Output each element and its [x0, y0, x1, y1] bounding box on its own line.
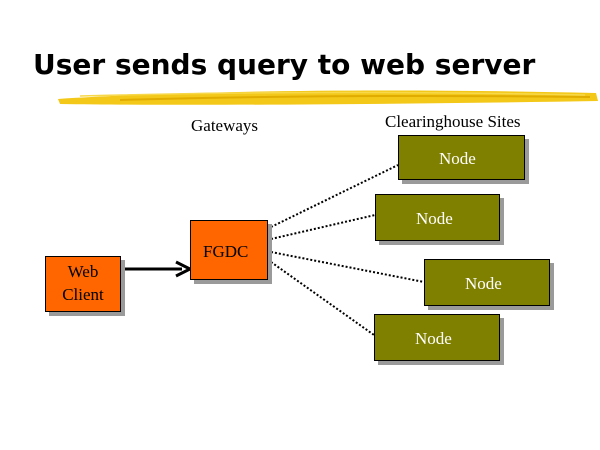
- connector-node-3: [270, 251, 425, 283]
- web-client-label-line2: Client: [62, 285, 104, 304]
- node-box: Node: [375, 194, 500, 241]
- node-box: Node: [374, 314, 500, 361]
- title-underline: [58, 90, 598, 105]
- connector-node-2: [270, 214, 376, 240]
- web-client-box: Web Client: [45, 256, 121, 312]
- node-label: Node: [439, 149, 476, 168]
- node-box: Node: [424, 259, 550, 306]
- node-label: Node: [415, 329, 452, 348]
- gateways-label: Gateways: [191, 116, 259, 135]
- connector-node-4: [270, 261, 375, 336]
- fgdc-gateway-box: FGDC: [190, 220, 268, 280]
- clearinghouse-sites-label: Clearinghouse Sites: [385, 112, 521, 131]
- node-label: Node: [416, 209, 453, 228]
- gateway-node-connectors: [270, 164, 425, 336]
- connector-node-1: [270, 164, 399, 228]
- client-to-gateway-arrow: [124, 260, 194, 278]
- node-label: Node: [465, 274, 502, 293]
- web-client-label-line1: Web: [67, 262, 99, 281]
- fgdc-label: FGDC: [203, 242, 249, 261]
- slide-title: User sends query to web server: [33, 48, 536, 81]
- node-box: Node: [398, 135, 525, 180]
